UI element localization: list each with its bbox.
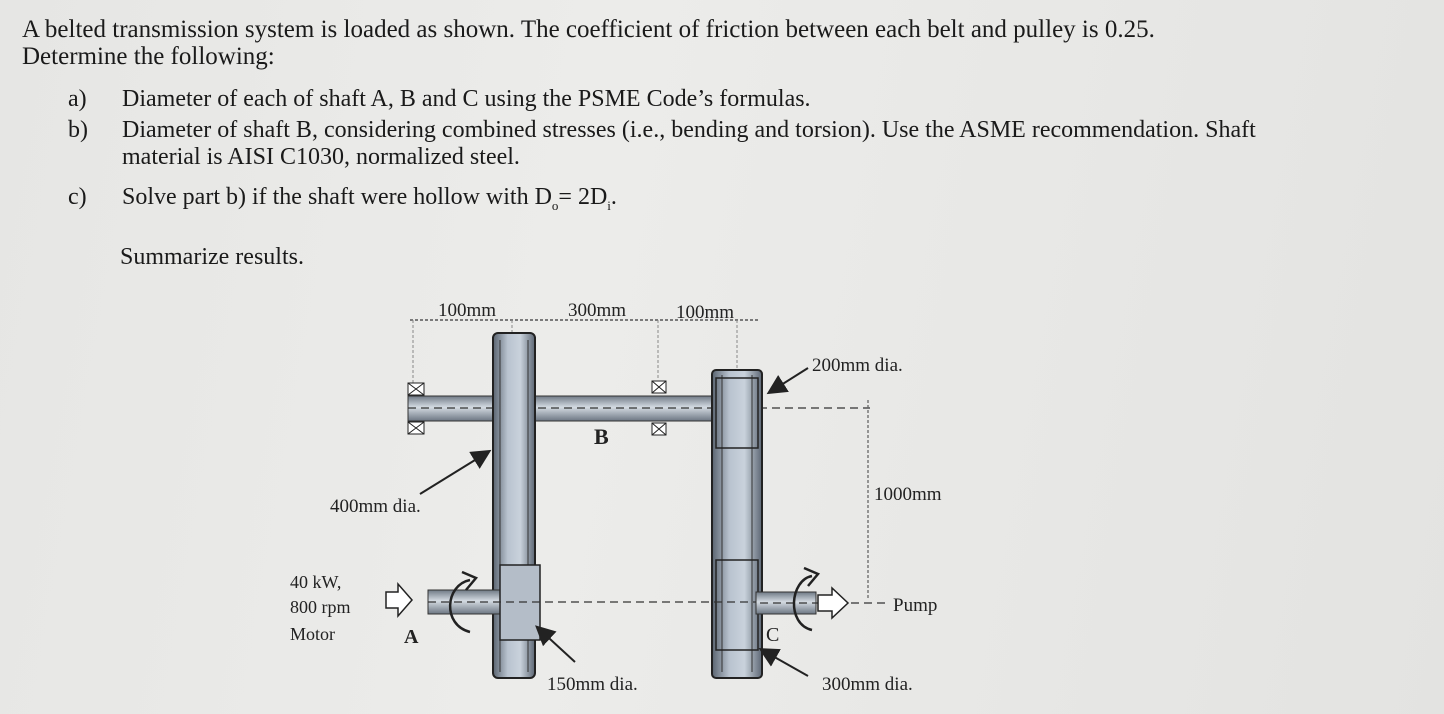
item-b-text-2: material is AISI C1030, normalized steel… [122,144,520,170]
dim-1000: 1000mm [874,484,942,505]
pump-output-arrow-icon [817,586,850,620]
dim-300: 300mm [568,300,626,321]
motor-label: Motor [290,624,335,644]
label-200-dia: 200mm dia. [812,355,903,376]
item-c-text: Solve part b) if the shaft were hollow w… [122,184,617,213]
label-400-dia: 400mm dia. [330,496,421,517]
dim-100-right: 100mm [676,302,734,323]
right-belt-pulley [711,369,763,679]
shaft-b: B [407,380,870,449]
item-c-label: c) [68,184,87,210]
label-c: C [766,624,779,646]
label-b: B [594,424,609,449]
label-pump: Pump [893,595,937,616]
label-150-dia: 150mm dia. [547,674,638,695]
shaft-a [385,564,760,641]
shaft-c [755,566,888,632]
dim-100-left: 100mm [438,300,496,321]
intro-line-2: Determine the following: [22,43,275,70]
motor-speed: 800 rpm [290,597,351,617]
motor-power: 40 kW, [290,572,341,592]
vertical-dimension: 1000mm [867,400,942,598]
summary-text: Summarize results. [120,244,304,270]
label-a: A [404,626,419,648]
motor-input-arrow-icon [385,582,413,618]
intro-line-1: A belted transmission system is loaded a… [22,16,1155,43]
top-dimensions: 100mm 300mm 100mm [410,300,760,395]
item-a-label: a) [68,86,87,112]
problem-statement: A belted transmission system is loaded a… [22,16,1422,213]
item-b-label: b) [68,117,88,143]
item-b-text: Diameter of shaft B, considering combine… [122,117,1256,143]
label-300-dia: 300mm dia. [822,674,913,695]
item-a-text: Diameter of each of shaft A, B and C usi… [122,86,811,112]
